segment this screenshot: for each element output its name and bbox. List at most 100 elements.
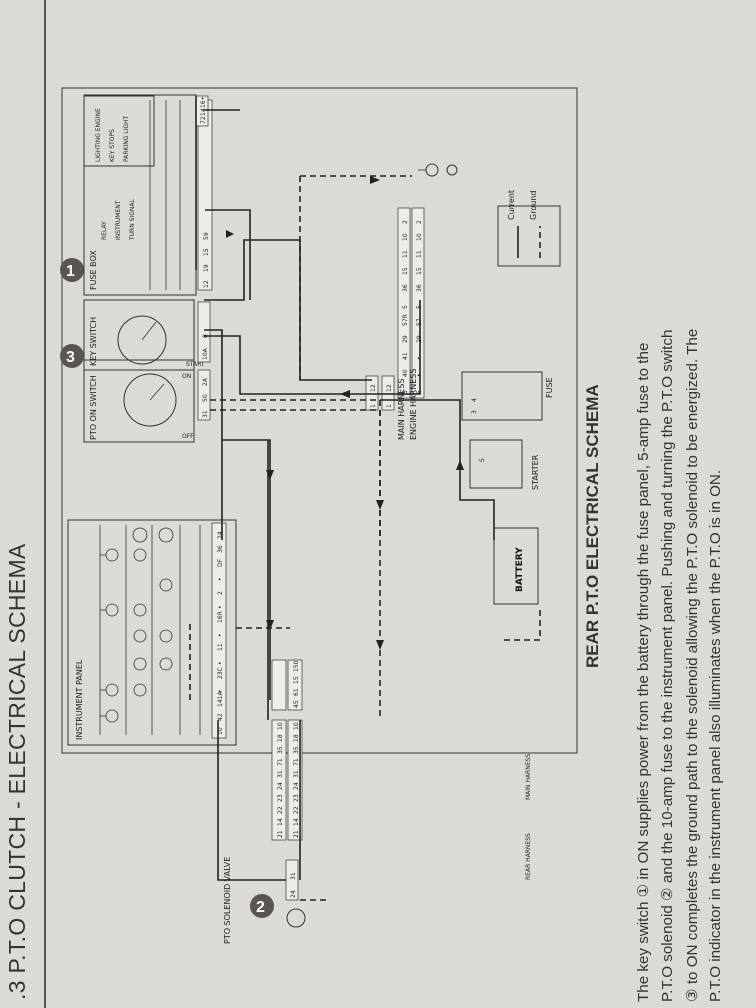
pto-switch-pin: 50: [202, 394, 209, 402]
schema-heading: REAR P.T.O ELECTRICAL SCHEMA: [583, 384, 602, 668]
mid-connector-pin: 24: [277, 782, 284, 790]
lower-connector-a: [271, 659, 287, 711]
fuse-pin: 2: [402, 220, 409, 224]
mid-connector-pin: 23: [293, 794, 300, 802]
instrument-label: INSTRUMENT: [115, 200, 122, 240]
sensor-icon: [425, 163, 439, 177]
indicator-lamp-icon: [159, 578, 173, 592]
pto-switch-label: PTO ON SWITCH: [89, 375, 98, 440]
starter-box: [469, 439, 523, 489]
pto-sensor: [418, 163, 458, 177]
mid-connector-pin: 21: [277, 830, 284, 838]
main-connector-pin: 1: [370, 404, 377, 408]
fuse-pin: 41: [402, 352, 409, 360]
diagram-frame: [61, 87, 578, 754]
gauge-icon: [132, 527, 148, 543]
main-connector-b: [381, 375, 395, 411]
fuse-pin: 40: [402, 369, 409, 377]
svg-text:3: 3: [66, 349, 75, 366]
legend-box: [497, 205, 561, 267]
ip-connector-pin: 23C: [217, 667, 224, 679]
pto-switch-off-label: OFF: [182, 433, 194, 440]
mid-connector-pin: 35: [293, 746, 300, 754]
main-connector-pin: 1: [386, 404, 393, 408]
badge-3-icon: [60, 344, 84, 368]
instrument-panel-box: [67, 519, 237, 746]
relay-label: RELAY: [101, 221, 108, 240]
fuse-box-internal-wiring: [149, 100, 181, 290]
ip-connector-pin: •: [217, 577, 224, 581]
pto-switch-dial-icon: [123, 373, 177, 427]
starter-pin: S: [479, 458, 486, 462]
indicator-lamp-icon: [133, 603, 147, 617]
arrow-icon: [376, 500, 384, 510]
pto-switch-connector: [197, 369, 211, 421]
main-harness-short-label: MAIN HARNESS: [525, 754, 532, 800]
ip-connector-pin: 36: [217, 545, 224, 553]
turn-signal-label: TURN SIGNAL: [129, 199, 136, 241]
mid-connector-pin: 35: [277, 746, 284, 754]
parking-light-label: PARKING LIGHT: [123, 115, 130, 162]
wire-legend: Current Ground: [497, 190, 561, 267]
fuse-label: FUSE: [545, 377, 554, 398]
key-stops-label: KEY STOPS: [109, 129, 116, 162]
pto-solenoid-valve: PTO SOLENOID VALVE: [223, 857, 306, 944]
fuse-pin: •: [416, 373, 423, 377]
lower-connector-pin: 45: [293, 700, 300, 708]
arrow-icon: [226, 230, 234, 238]
fuse-pin: 36: [416, 284, 423, 292]
top-right-pin: •: [200, 96, 207, 100]
mid-connector-pin: 21: [293, 830, 300, 838]
main-harness-label: MAIN HARNESS: [397, 378, 406, 440]
fuse-box-connector: [197, 99, 213, 291]
badge-1-icon: [60, 258, 84, 282]
key-switch-pin: 10A: [202, 347, 209, 360]
top-right-pin: 16: [200, 100, 207, 108]
top-right-pin: 72: [200, 116, 207, 124]
ip-connector-pin: •: [217, 661, 224, 665]
lower-connector-pin: 150: [293, 660, 300, 672]
mid-connector-b: [287, 719, 303, 841]
starter-label: STARTER: [531, 454, 540, 490]
badge-3: 3: [60, 344, 84, 368]
relay-pin: 19: [203, 264, 210, 272]
top-right-pin: 14: [200, 108, 207, 116]
ip-connector-body: [211, 522, 227, 739]
lower-connector-pin: 15: [293, 676, 300, 684]
indicator-lamp-icon: [133, 683, 147, 697]
badge-2: 2: [250, 894, 274, 918]
mid-connector-pin: 71: [293, 758, 300, 766]
fuse-pin: 5: [416, 305, 423, 309]
arrow-icon: [376, 640, 384, 650]
pto-switch-pin: 31: [202, 410, 209, 418]
ip-connector-pin: 11: [217, 643, 224, 651]
main-connector-pin: 12: [386, 384, 393, 392]
mid-connector-pin: 18: [277, 734, 284, 742]
indicator-lamp-icon: [105, 548, 119, 562]
fuse-pin: 36: [402, 284, 409, 292]
rear-harness-label: REAR HARNESS: [525, 833, 532, 880]
ip-connector-pin: 42: [217, 713, 224, 721]
fuse-pin: 11: [402, 250, 409, 258]
fuse-pin: 2: [416, 220, 423, 224]
ip-connector-pin: •: [217, 689, 224, 693]
instrument-panel-label: INSTRUMENT PANEL: [75, 659, 84, 740]
mid-connector-pin: 22: [293, 806, 300, 814]
mid-connector-pin: 10: [293, 722, 300, 730]
mid-connector-pin: 14: [277, 818, 284, 826]
fuse-pin: 10: [402, 233, 409, 241]
fuse-pin: 5: [402, 390, 409, 394]
ip-connector-pin: 141A: [217, 691, 224, 707]
pto-solenoid-label: PTO SOLENOID VALVE: [223, 857, 232, 944]
solenoid-pin: 24: [290, 890, 297, 898]
pto-switch-on-label: ON: [182, 373, 191, 380]
header-divider: [44, 0, 46, 1008]
svg-text:2: 2: [256, 899, 265, 916]
indicator-lamp-icon: [105, 603, 119, 617]
description-line-4: P.T.O indicator in the instrument panel …: [707, 469, 724, 1002]
arrow-icon: [266, 620, 274, 630]
fuse-pin: 57R: [402, 314, 409, 326]
legend-current-label: Current: [507, 190, 516, 220]
key-switch-pin: 8: [202, 334, 209, 338]
